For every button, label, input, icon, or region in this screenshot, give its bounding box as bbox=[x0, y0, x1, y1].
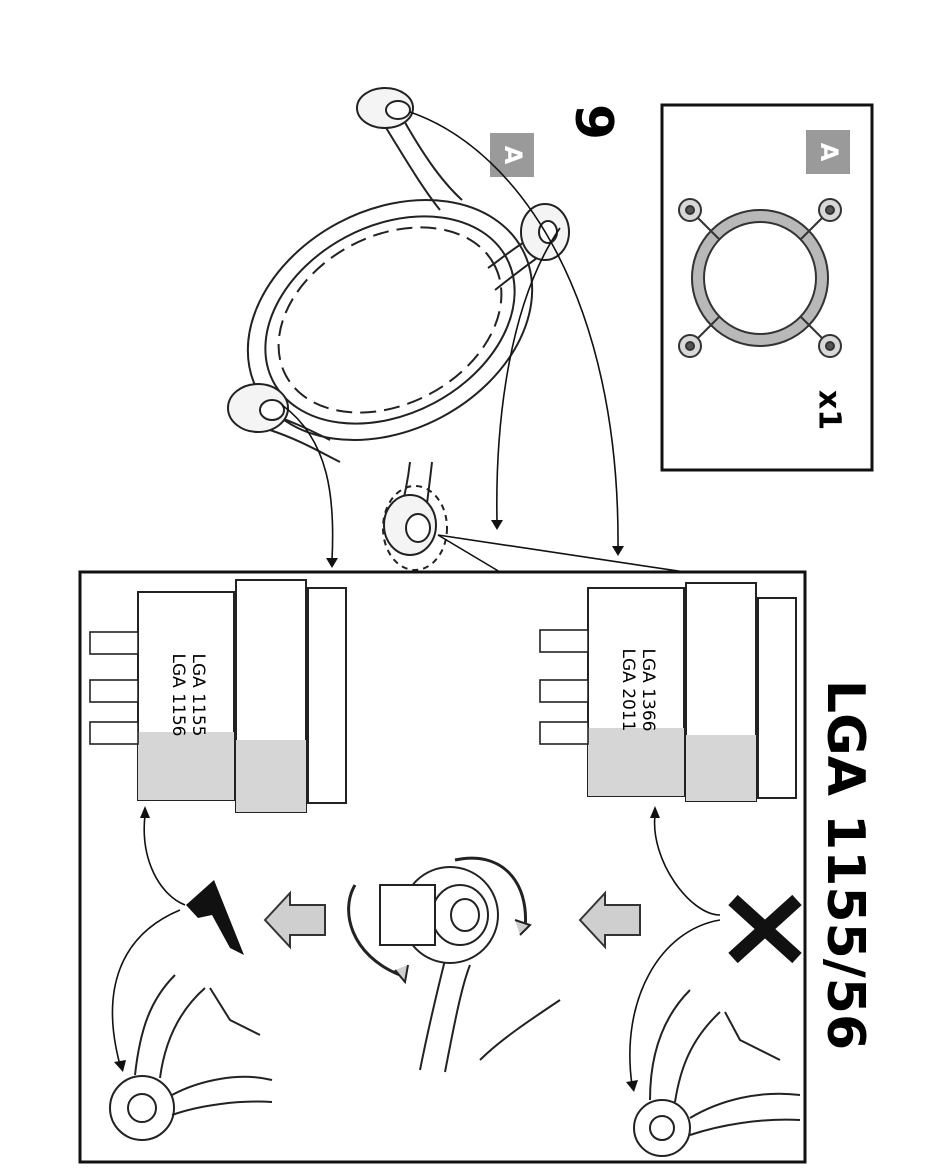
standoff-right: LGA 1155 LGA 1156 bbox=[90, 580, 346, 812]
standoff-right-line2: LGA 1156 bbox=[168, 654, 188, 737]
parts-quantity: x1 bbox=[812, 390, 847, 430]
connector-arrowheads bbox=[326, 520, 624, 568]
platform-title: LGA 1155/56 bbox=[815, 680, 875, 1050]
standoff-wrong-line2: LGA 2011 bbox=[618, 649, 638, 732]
mini-bracket-icon bbox=[679, 199, 841, 357]
check-icon bbox=[186, 880, 244, 955]
bracket-corner-wrong bbox=[634, 990, 800, 1156]
parts-box: A x1 bbox=[662, 105, 872, 470]
connector-arrows bbox=[282, 112, 685, 572]
standoff-wrong: LGA 1366 LGA 2011 bbox=[540, 583, 796, 801]
indicator-arrowheads bbox=[114, 806, 660, 1092]
parts-badge-label: A bbox=[815, 143, 843, 162]
bracket-badge-label: A bbox=[499, 146, 527, 165]
step-number: 9 bbox=[563, 104, 623, 140]
standoff-wrong-line1: LGA 1366 bbox=[638, 649, 658, 732]
rotate-standoff-illustration bbox=[349, 858, 560, 1072]
cross-icon bbox=[733, 900, 797, 958]
standoff-right-line1: LGA 1155 bbox=[188, 654, 208, 737]
bracket-corner-right bbox=[110, 975, 272, 1140]
